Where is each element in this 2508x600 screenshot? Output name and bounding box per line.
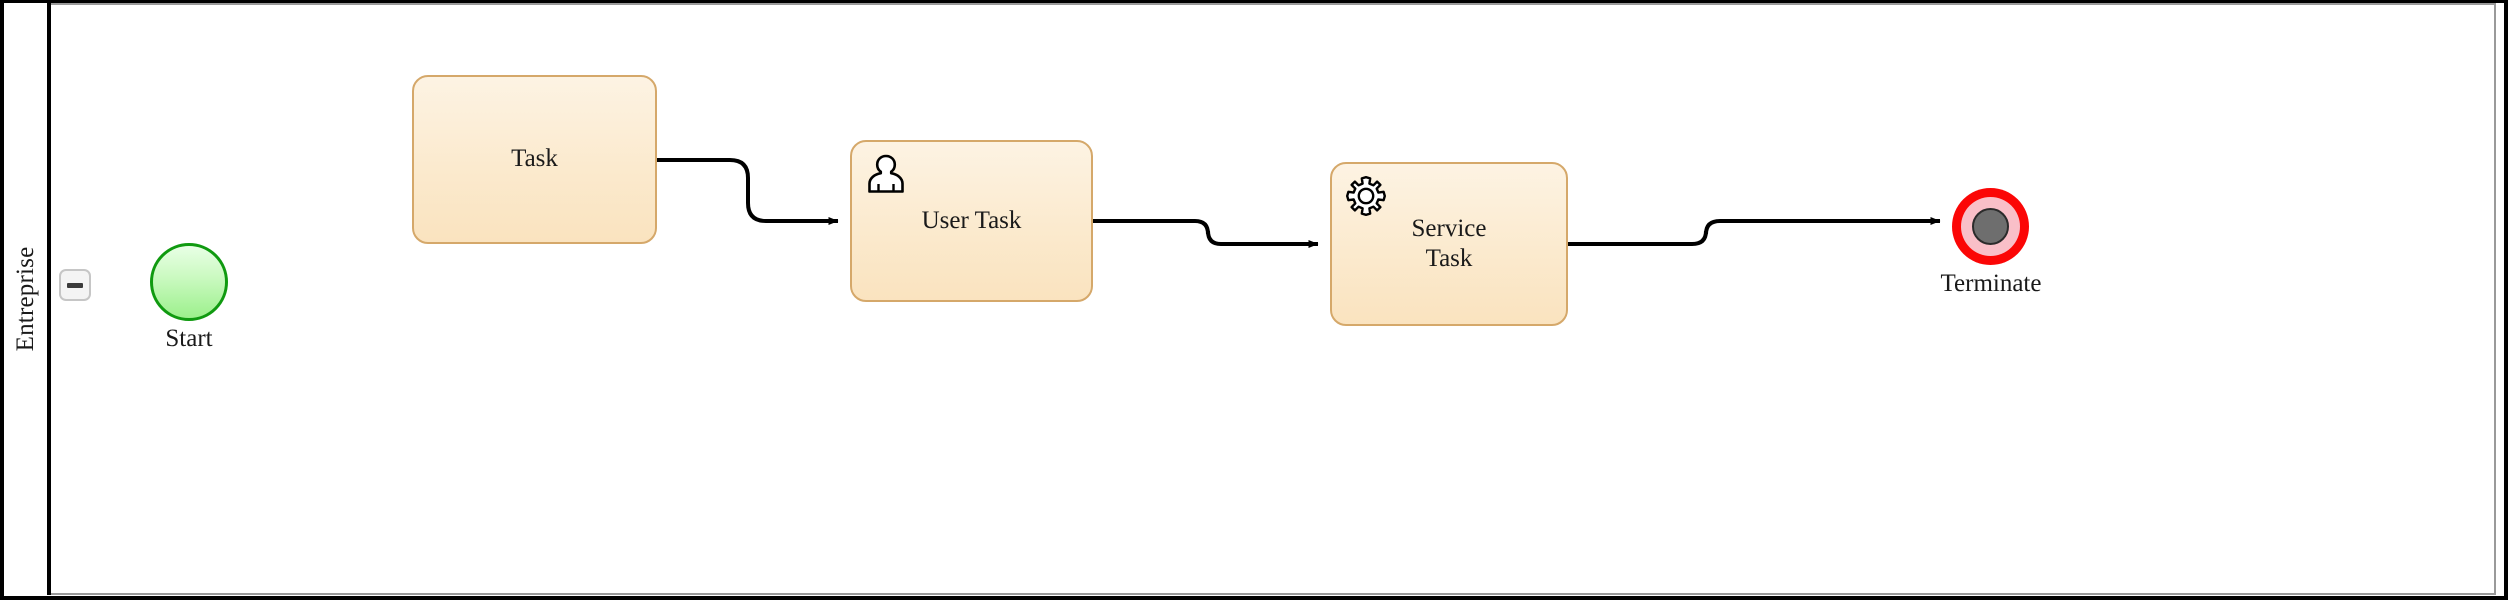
task-node[interactable]: Task <box>412 75 657 244</box>
start-event-label: Start <box>165 325 213 352</box>
service-task-label: Service Task <box>1402 214 1497 275</box>
gear-icon <box>1346 176 1386 216</box>
sequence-flow-user-task-to-service-task[interactable] <box>1093 219 1319 248</box>
lane-header: Entreprise <box>4 3 51 595</box>
start-event[interactable] <box>150 243 228 321</box>
terminate-end-event-label: Terminate <box>1940 270 2042 297</box>
task-label: Task <box>511 145 558 173</box>
service-task-node[interactable]: Service Task <box>1330 162 1568 326</box>
sequence-flow-service-task-to-terminate[interactable] <box>1568 217 1941 246</box>
filled-circle-icon <box>1972 208 2009 245</box>
lane-collapse-button[interactable] <box>59 269 91 301</box>
user-task-label: User Task <box>921 206 1022 234</box>
sequence-flow-task-to-user-task[interactable] <box>657 158 839 225</box>
service-task-label-line2: Task <box>1425 245 1473 272</box>
minus-icon <box>67 282 83 288</box>
terminate-end-event[interactable] <box>1952 188 2029 265</box>
user-task-node[interactable]: User Task <box>850 140 1093 302</box>
user-icon <box>868 154 904 193</box>
service-task-label-line1: Service <box>1411 214 1487 242</box>
